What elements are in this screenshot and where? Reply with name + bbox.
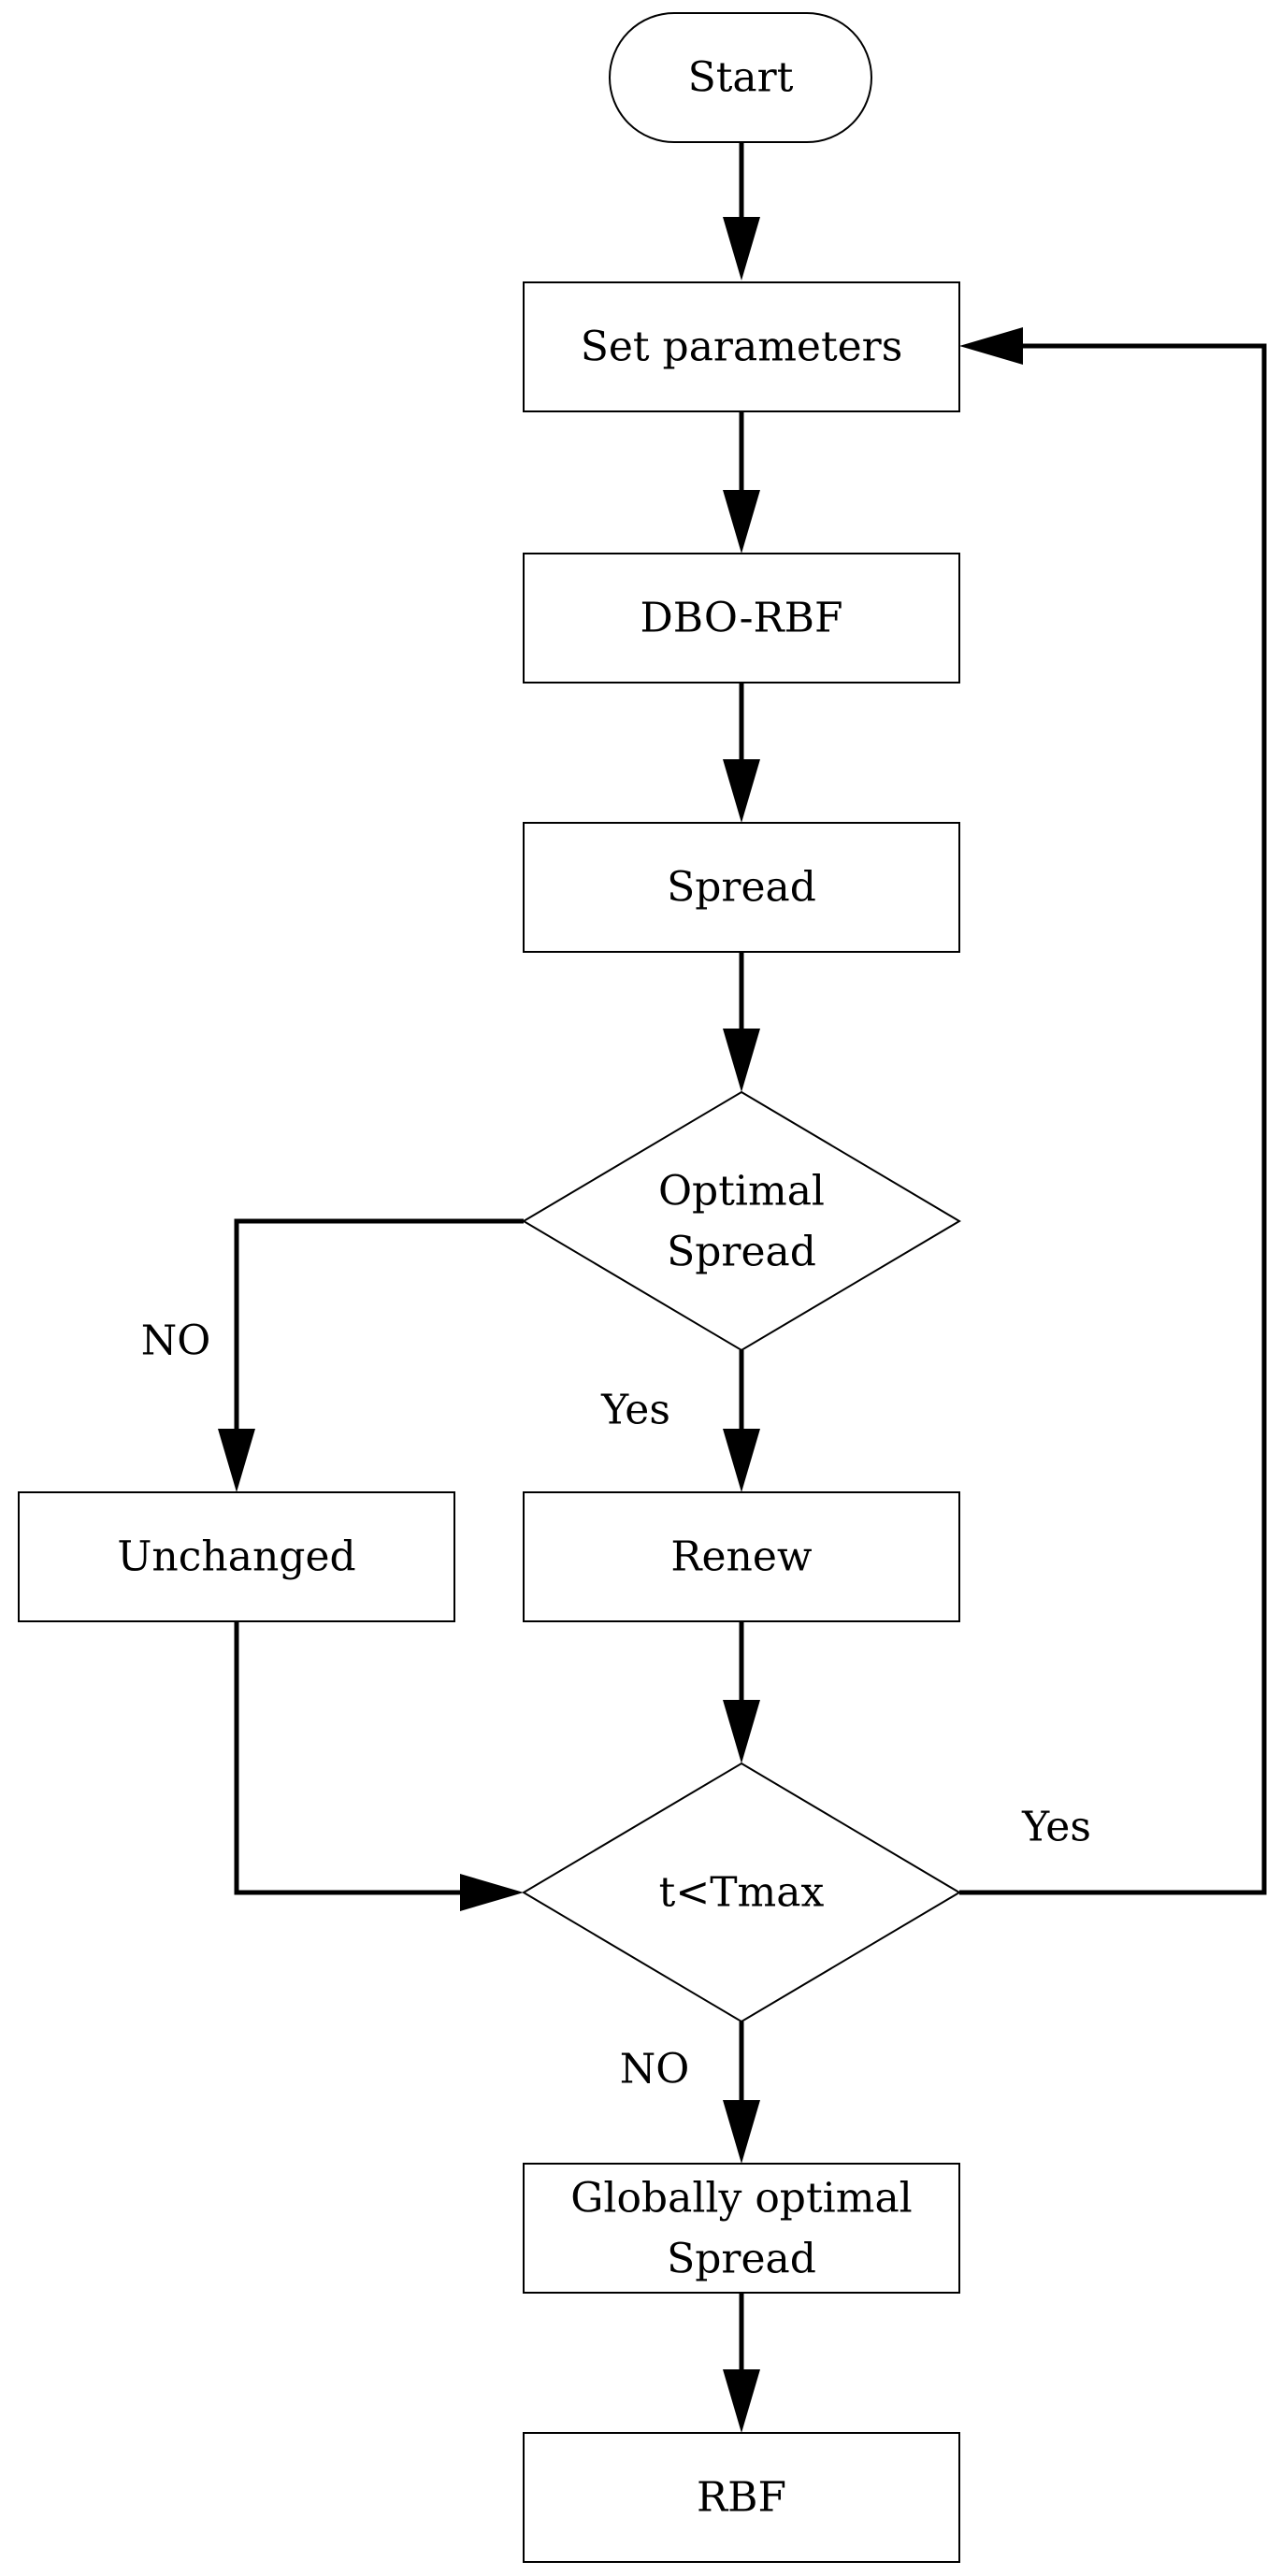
connector-unchanged-to-tmax (234, 1621, 460, 1895)
spread-label: Spread (667, 864, 816, 912)
arrowhead-set-parameters (723, 217, 760, 281)
rbf-label: RBF (697, 2474, 786, 2522)
node-set-parameters: Set parameters (523, 281, 960, 412)
rbf-box (523, 2432, 960, 2563)
start-terminal-shape (609, 12, 872, 143)
unchanged-label: Unchanged (117, 1533, 355, 1581)
set-parameters-box (523, 281, 960, 412)
globally-optimal-label-line2: Spread (667, 2236, 816, 2283)
node-dbo-rbf: DBO-RBF (523, 553, 960, 684)
unchanged-box (18, 1491, 455, 1622)
node-optimal-spread: Optimal Spread (522, 1090, 961, 1352)
edge-label-optimal-no: NO (141, 1317, 211, 1365)
node-rbf: RBF (523, 2432, 960, 2563)
arrowhead-globally-optimal (723, 2100, 760, 2164)
arrowhead-optimal-spread (723, 1029, 760, 1092)
globally-optimal-box (523, 2163, 960, 2294)
renew-box (523, 1491, 960, 1622)
arrowhead-spread (723, 759, 760, 823)
node-unchanged: Unchanged (18, 1491, 455, 1622)
dbo-rbf-label: DBO-RBF (640, 595, 843, 642)
node-t-lt-tmax: t<Tmax (522, 1762, 961, 2023)
renew-label: Renew (670, 1533, 813, 1581)
dbo-rbf-box (523, 553, 960, 684)
tmax-label: t<Tmax (659, 1869, 825, 1917)
edge-label-tmax-no: NO (620, 2046, 690, 2094)
arrowhead-rbf (723, 2369, 760, 2433)
node-renew: Renew (523, 1491, 960, 1622)
spread-box (523, 822, 960, 953)
arrowhead-tmax-top (723, 1700, 760, 1763)
optimal-spread-decision-shape (522, 1090, 961, 1352)
start-label: Start (688, 54, 794, 102)
optimal-spread-label-line2: Spread (667, 1229, 816, 1276)
connectors (218, 142, 1267, 2433)
connector-optimal-spread-to-unchanged (234, 1218, 524, 1429)
edge-label-optimal-yes: Yes (600, 1387, 670, 1434)
node-spread: Spread (523, 822, 960, 953)
arrowhead-set-parameters-loop (959, 327, 1023, 365)
arrowhead-renew (723, 1429, 760, 1492)
edge-label-loop-yes: Yes (1021, 1804, 1091, 1851)
arrowhead-dbo-rbf (723, 490, 760, 554)
arrowhead-unchanged (218, 1429, 255, 1492)
globally-optimal-label-line1: Globally optimal (570, 2175, 913, 2223)
connector-tmax-loop-to-set-parameters (959, 343, 1267, 1895)
optimal-spread-label-line1: Optimal (658, 1168, 825, 1216)
tmax-decision-shape (522, 1762, 961, 2023)
node-start: Start (609, 12, 872, 143)
set-parameters-label: Set parameters (581, 324, 903, 371)
arrowhead-tmax-left (460, 1874, 524, 1911)
node-globally-optimal-spread: Globally optimal Spread (523, 2163, 960, 2294)
